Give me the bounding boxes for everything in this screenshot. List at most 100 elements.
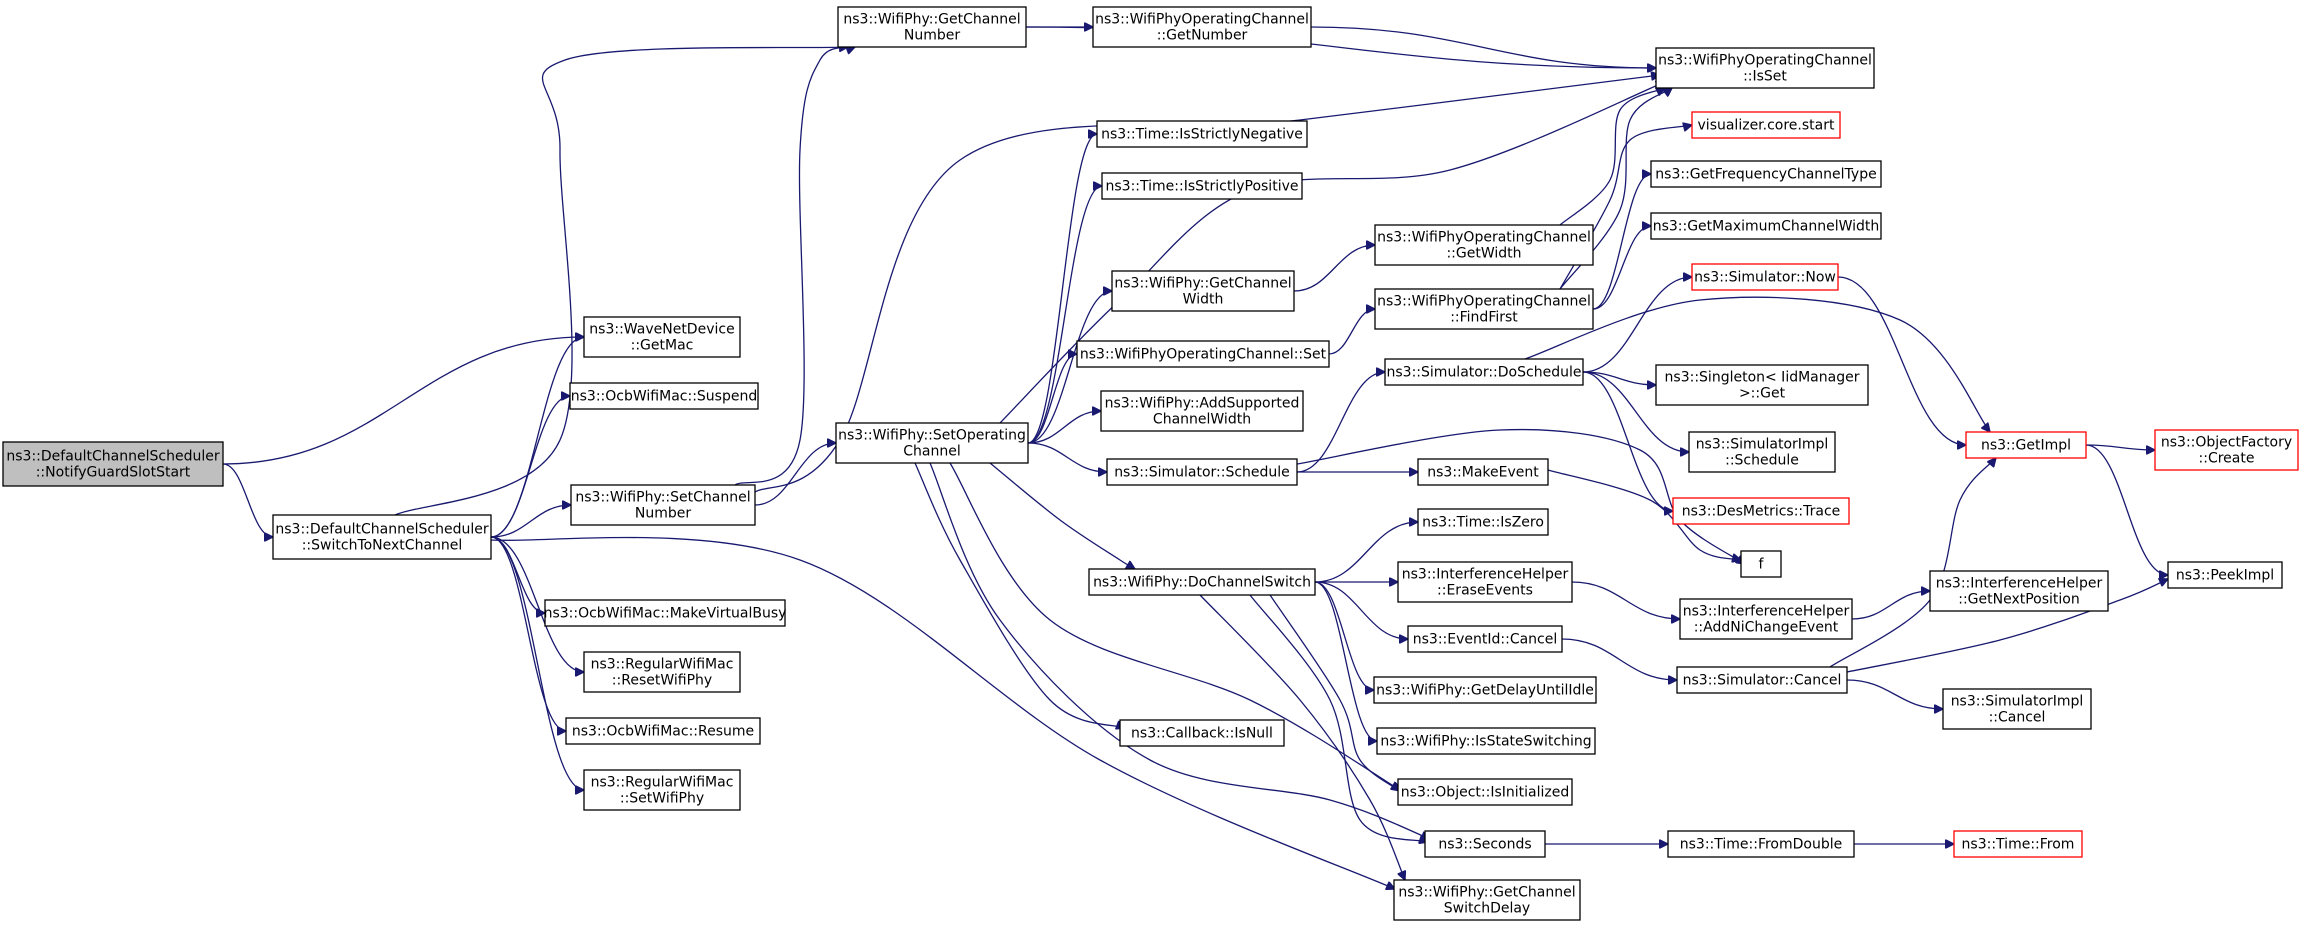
node-delayidle[interactable]: ns3::WifiPhy::GetDelayUntilIdle [1373, 676, 1597, 704]
edge-switchto-to-resume [490, 536, 566, 731]
edge-dochsw-to-iszero [1314, 522, 1418, 583]
node-isset[interactable]: ns3::WifiPhyOperatingChannel::IsSet [1655, 47, 1875, 89]
node-label-line: ::GetNextPosition [1958, 592, 2080, 608]
node-resume[interactable]: ns3::OcbWifiMac::Resume [565, 717, 761, 745]
node-dochsw[interactable]: ns3::WifiPhy::DoChannelSwitch [1088, 568, 1316, 596]
edge-doschedule-to-destrace [1582, 371, 1673, 511]
node-label-line: ns3::RegularWifiMac [591, 775, 734, 791]
node-box [1672, 497, 1850, 525]
node-makebusy[interactable]: ns3::OcbWifiMac::MakeVirtualBusy [544, 599, 787, 627]
node-opgetwidth[interactable]: ns3::WifiPhyOperatingChannel::GetWidth [1374, 224, 1594, 266]
node-label-line: ns3::WifiPhyOperatingChannel [1377, 294, 1591, 310]
node-schedule[interactable]: ns3::Simulator::Schedule [1106, 458, 1298, 486]
node-isnull[interactable]: ns3::Callback::IsNull [1119, 719, 1285, 747]
node-isswitching[interactable]: ns3::WifiPhy::IsStateSwitching [1376, 727, 1596, 755]
node-label-line: ns3::Simulator::Now [1694, 270, 1836, 286]
node-box [1397, 778, 1573, 806]
node-label-line: ns3::WifiPhy::GetChannel [1114, 276, 1291, 292]
node-makeevent[interactable]: ns3::MakeEvent [1417, 458, 1549, 486]
node-opset[interactable]: ns3::WifiPhyOperatingChannel::Set [1076, 340, 1330, 368]
node-erase[interactable]: ns3::InterferenceHelper::EraseEvents [1397, 561, 1573, 603]
node-box [1942, 688, 2092, 730]
node-simcancel[interactable]: ns3::Simulator::Cancel [1676, 666, 1848, 694]
node-vizstart[interactable]: visualizer.core.start [1691, 111, 1841, 139]
edge-setop-to-schedule [1027, 442, 1107, 472]
node-box [1667, 830, 1855, 858]
node-iszero[interactable]: ns3::Time::IsZero [1417, 508, 1549, 536]
node-addni[interactable]: ns3::InterferenceHelper::AddNiChangeEven… [1679, 598, 1853, 640]
node-opgetnum[interactable]: ns3::WifiPhyOperatingChannel::GetNumber [1092, 6, 1312, 48]
node-label-line: ns3::InterferenceHelper [1936, 576, 2103, 592]
node-objfactory[interactable]: ns3::ObjectFactory::Create [2154, 429, 2299, 471]
node-label-line: ns3::GetFrequencyChannelType [1655, 167, 1876, 183]
node-box [2154, 429, 2299, 471]
node-box [835, 422, 1029, 464]
node-doschedule[interactable]: ns3::Simulator::DoSchedule [1384, 358, 1584, 386]
node-getmaxwidth[interactable]: ns3::GetMaximumChannelWidth [1650, 212, 1882, 240]
node-strpos[interactable]: ns3::Time::IsStrictlyPositive [1101, 172, 1303, 200]
edge-simnow-to-getimpl [1837, 276, 1966, 445]
node-label-line: ns3::InterferenceHelper [1402, 567, 1569, 583]
node-box [1101, 172, 1303, 200]
node-seconds[interactable]: ns3::Seconds [1424, 830, 1546, 858]
node-label-line: ::GetMac [631, 338, 694, 354]
node-notify[interactable]: ns3::DefaultChannelScheduler::NotifyGuar… [2, 441, 224, 487]
edge-switchto-to-setchnum [490, 505, 571, 538]
node-box [1076, 340, 1330, 368]
node-label-line: ns3::Time::FromDouble [1680, 837, 1843, 853]
node-timefrom[interactable]: ns3::Time::From [1953, 830, 2083, 858]
node-box [1676, 666, 1848, 694]
node-label-line: ns3::Simulator::DoSchedule [1387, 365, 1582, 381]
node-box [1088, 568, 1316, 596]
edge-setchnum-to-getchnum [734, 47, 855, 486]
node-destrace[interactable]: ns3::DesMetrics::Trace [1672, 497, 1850, 525]
node-implsched[interactable]: ns3::SimulatorImpl::Schedule [1688, 431, 1836, 473]
node-setphy[interactable]: ns3::RegularWifiMac::SetWifiPhy [583, 769, 741, 811]
node-resetphy[interactable]: ns3::RegularWifiMac::ResetWifiPhy [583, 651, 741, 693]
node-switchto[interactable]: ns3::DefaultChannelScheduler::SwitchToNe… [272, 514, 492, 560]
node-peekimpl[interactable]: ns3::PeekImpl [2167, 561, 2283, 589]
node-getfreqtype[interactable]: ns3::GetFrequencyChannelType [1650, 160, 1882, 188]
node-singleton[interactable]: ns3::Singleton< IidManager>::Get [1655, 364, 1869, 406]
node-box [1373, 676, 1597, 704]
node-box [1679, 598, 1853, 640]
node-wavegetmac[interactable]: ns3::WaveNetDevice::GetMac [583, 316, 741, 358]
node-findfirst[interactable]: ns3::WifiPhyOperatingChannel::FindFirst [1374, 288, 1594, 330]
node-f[interactable]: f [1740, 550, 1782, 578]
node-label-line: ns3::OcbWifiMac::Suspend [571, 389, 757, 405]
node-isinit[interactable]: ns3::Object::IsInitialized [1397, 778, 1573, 806]
node-evcancel[interactable]: ns3::EventId::Cancel [1407, 625, 1563, 653]
node-getimpl[interactable]: ns3::GetImpl [1965, 431, 2087, 459]
edge-notify-to-switchto [222, 463, 273, 537]
node-box [570, 484, 756, 526]
node-implcancel[interactable]: ns3::SimulatorImpl::Cancel [1942, 688, 2092, 730]
node-box [583, 651, 741, 693]
node-box [1688, 431, 1836, 473]
node-label-line: ns3::PeekImpl [2176, 568, 2274, 584]
node-label-line: ns3::Callback::IsNull [1131, 726, 1273, 742]
node-label-line: ns3::WifiPhyOperatingChannel [1095, 12, 1309, 28]
node-fromdouble[interactable]: ns3::Time::FromDouble [1667, 830, 1855, 858]
node-label-line: ns3::OcbWifiMac::Resume [572, 724, 754, 740]
edge-setop-to-opset [1027, 354, 1077, 444]
edge-switchto-to-setphy [490, 536, 584, 790]
node-strneg[interactable]: ns3::Time::IsStrictlyNegative [1096, 120, 1308, 148]
node-simnow[interactable]: ns3::Simulator::Now [1691, 263, 1839, 291]
edge-setchnum-to-setop [754, 443, 836, 506]
node-getnextpos[interactable]: ns3::InterferenceHelper::GetNextPosition [1929, 570, 2109, 612]
edge-simcancel-to-implcancel [1846, 679, 1943, 709]
edge-erase-to-addni [1571, 581, 1680, 619]
edge-getimpl-to-objfactory [2085, 444, 2155, 450]
node-label-line: ::NotifyGuardSlotStart [36, 465, 191, 481]
edge-setop-to-isinit [949, 462, 1400, 790]
node-suspend[interactable]: ns3::OcbWifiMac::Suspend [569, 382, 759, 410]
node-box [583, 316, 741, 358]
edge-switchto-to-resetphy [490, 536, 584, 672]
